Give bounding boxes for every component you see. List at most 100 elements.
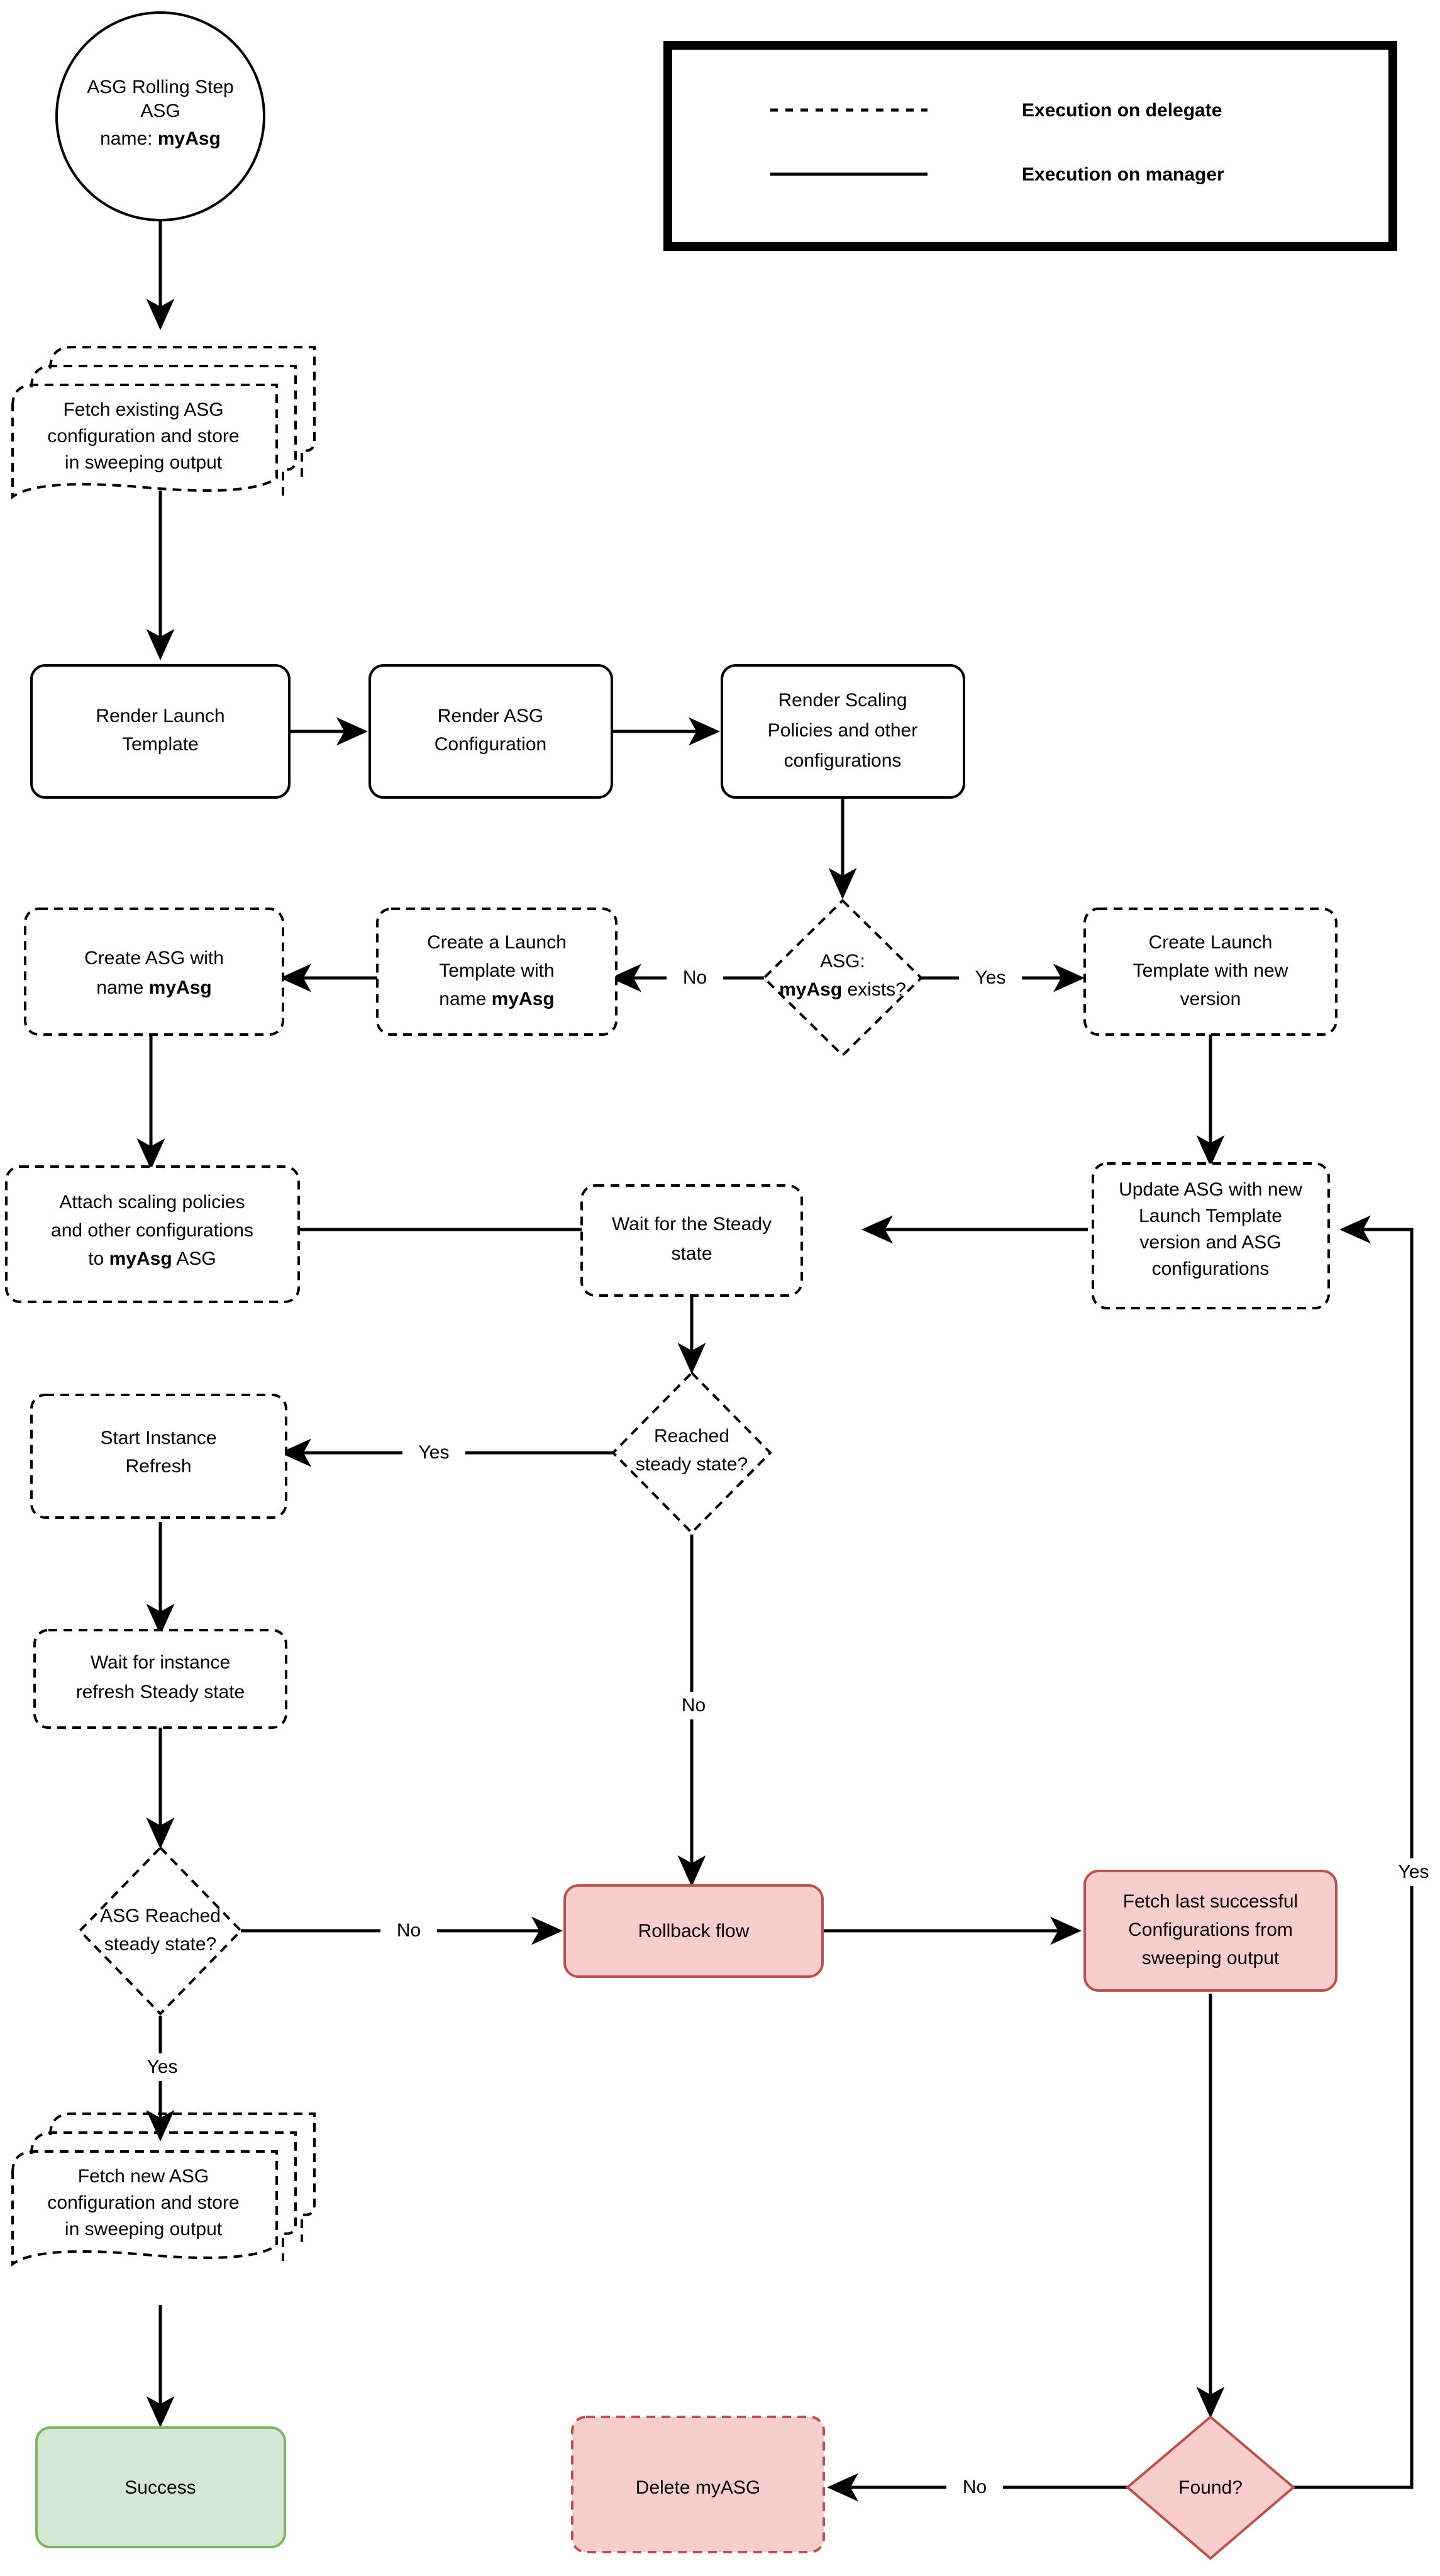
edge-label-bg xyxy=(380,1917,437,1945)
asg-reached-line2: steady state? xyxy=(104,1934,216,1955)
fetch-new-line1: Fetch new ASG xyxy=(78,2166,209,2187)
delete-myasg-label: Delete myASG xyxy=(636,2477,760,2498)
edge-label-bg xyxy=(131,2053,194,2081)
edge-label-bg xyxy=(1382,1858,1440,1886)
edge-label-reached-yes: Yes xyxy=(419,1442,450,1463)
wait-refresh-line2: refresh Steady state xyxy=(76,1682,245,1702)
fetch-last-line1: Fetch last successful xyxy=(1123,1891,1298,1912)
start-circle xyxy=(55,11,265,221)
wait-refresh-line1: Wait for instance xyxy=(91,1652,230,1673)
fetch-existing-doc-front xyxy=(11,384,278,499)
node-create-launch-template-new-version[interactable]: Create Launch Template with new version xyxy=(1083,908,1338,1036)
create-lt-new-label-line2: Template with new xyxy=(1133,960,1288,981)
attach-scaling-line3: to myAsg ASG xyxy=(88,1248,216,1269)
start-label-line2: ASG xyxy=(140,101,180,121)
wait-steady-box xyxy=(580,1184,803,1297)
asg-exists-diamond xyxy=(762,899,923,1057)
delete-myasg-box xyxy=(571,2416,825,2553)
node-rollback-flow[interactable]: Rollback flow xyxy=(563,1884,824,1978)
asg-exists-label-line1: ASG: xyxy=(820,951,865,972)
fetch-last-line2: Configurations from xyxy=(1128,1919,1293,1940)
rollback-flow-label: Rollback flow xyxy=(638,1921,750,1941)
edges-layer xyxy=(136,220,1414,2502)
create-asg-named-line2: name myAsg xyxy=(96,977,211,998)
legend-box xyxy=(663,41,1397,251)
edge-label-bg xyxy=(402,1439,465,1467)
fetch-existing-label-line1: Fetch existing ASG xyxy=(63,399,223,420)
render-lt-label-line1: Render Launch xyxy=(96,706,224,726)
edge-label-found-no: No xyxy=(963,2477,987,2497)
fetch-existing-doc-back3 xyxy=(49,346,316,478)
node-delete-myasg[interactable]: Delete myASG xyxy=(571,2416,825,2553)
edge-labels-layer: No Yes Yes No No Yes No Yes xyxy=(131,964,1440,2501)
edge-label-asg-exists-no: No xyxy=(683,967,707,988)
node-render-asg-configuration[interactable]: Render ASG Configuration xyxy=(368,664,613,799)
render-scaling-box xyxy=(721,664,965,799)
render-scaling-label-line3: configurations xyxy=(784,750,902,771)
node-found-decision[interactable]: Found? xyxy=(1125,2415,1296,2560)
node-fetch-existing-asg[interactable]: Fetch existing ASG configuration and sto… xyxy=(11,346,316,499)
asg-reached-line1: ASG Reached xyxy=(100,1906,221,1926)
fetch-existing-label-line2: configuration and store xyxy=(47,426,239,447)
render-scaling-label-line2: Policies and other xyxy=(768,720,917,741)
node-update-asg[interactable]: Update ASG with new Launch Template vers… xyxy=(1092,1162,1330,1309)
fetch-new-line2: configuration and store xyxy=(47,2192,239,2213)
node-render-launch-template[interactable]: Render Launch Template xyxy=(30,664,291,799)
node-start[interactable]: ASG Rolling Step ASG name: myAsg xyxy=(55,11,265,221)
node-reached-steady-decision[interactable]: Reached steady state? xyxy=(611,1371,772,1535)
render-asg-label-line2: Configuration xyxy=(435,734,546,755)
edge-label-asgreached-yes: Yes xyxy=(147,2057,178,2077)
node-fetch-last-successful[interactable]: Fetch last successful Configurations fro… xyxy=(1083,1870,1338,1992)
fetch-last-line3: sweeping output xyxy=(1142,1948,1280,1968)
update-asg-line1: Update ASG with new xyxy=(1119,1179,1302,1200)
edge-label-bg xyxy=(665,1692,722,1719)
edge-label-bg xyxy=(667,964,723,992)
create-asg-named-line1: Create ASG with xyxy=(84,948,224,969)
legend: Execution on delegate Execution on manag… xyxy=(663,41,1397,251)
success-box xyxy=(35,2426,286,2548)
legend-label-delegate: Execution on delegate xyxy=(1022,100,1222,121)
reached-steady-diamond xyxy=(611,1371,772,1535)
start-refresh-line1: Start Instance xyxy=(100,1428,216,1448)
node-wait-instance-refresh[interactable]: Wait for instance refresh Steady state xyxy=(33,1629,287,1729)
node-render-scaling-policies[interactable]: Render Scaling Policies and other config… xyxy=(721,664,965,799)
fetch-existing-label-line3: in sweeping output xyxy=(65,452,223,473)
edge-label-bg xyxy=(959,964,1022,992)
wait-steady-line2: state xyxy=(671,1243,712,1264)
fetch-last-successful-box xyxy=(1083,1870,1338,1992)
asg-reached-steady-diamond xyxy=(78,1846,243,2016)
create-lt-named-line1: Create a Launch xyxy=(427,932,567,953)
node-create-asg-named[interactable]: Create ASG with name myAsg xyxy=(24,908,284,1036)
update-asg-line4: configurations xyxy=(1152,1258,1270,1279)
fetch-existing-doc-back2 xyxy=(30,365,297,497)
node-start-instance-refresh[interactable]: Start Instance Refresh xyxy=(30,1394,287,1519)
start-refresh-line2: Refresh xyxy=(125,1456,191,1477)
node-success[interactable]: Success xyxy=(35,2426,286,2548)
fetch-new-doc-front xyxy=(11,2150,278,2267)
fetch-new-doc-back3 xyxy=(49,2112,316,2242)
attach-scaling-box xyxy=(5,1165,300,1303)
create-asg-named-box xyxy=(24,908,284,1036)
edge-label-reached-no: No xyxy=(682,1695,706,1716)
node-wait-steady-state[interactable]: Wait for the Steady state xyxy=(580,1184,803,1297)
create-lt-new-label-line1: Create Launch xyxy=(1149,932,1273,953)
update-asg-box xyxy=(1092,1162,1330,1309)
node-asg-exists-decision[interactable]: ASG: myAsg exists? xyxy=(762,899,923,1057)
fetch-new-line3: in sweeping output xyxy=(65,2219,223,2240)
start-label-line3: name: myAsg xyxy=(100,128,221,149)
render-asg-config-box xyxy=(368,664,613,799)
edge-label-bg xyxy=(946,2473,1003,2501)
legend-label-manager: Execution on manager xyxy=(1022,164,1224,185)
wait-steady-line1: Wait for the Steady xyxy=(612,1214,772,1235)
wait-instance-refresh-box xyxy=(33,1629,287,1729)
create-lt-new-version-box xyxy=(1083,908,1338,1036)
node-asg-reached-steady-decision[interactable]: ASG Reached steady state? xyxy=(78,1846,243,2016)
update-asg-line2: Launch Template xyxy=(1139,1206,1282,1226)
node-create-launch-template-named[interactable]: Create a Launch Template with name myAsg xyxy=(376,908,618,1036)
edge-label-asgreached-no: No xyxy=(397,1920,421,1941)
create-lt-named-line3: name myAsg xyxy=(439,989,554,1009)
render-asg-label-line1: Render ASG xyxy=(438,706,543,726)
node-attach-scaling-policies[interactable]: Attach scaling policies and other config… xyxy=(5,1165,300,1303)
node-fetch-new-asg[interactable]: Fetch new ASG configuration and store in… xyxy=(11,2112,316,2267)
